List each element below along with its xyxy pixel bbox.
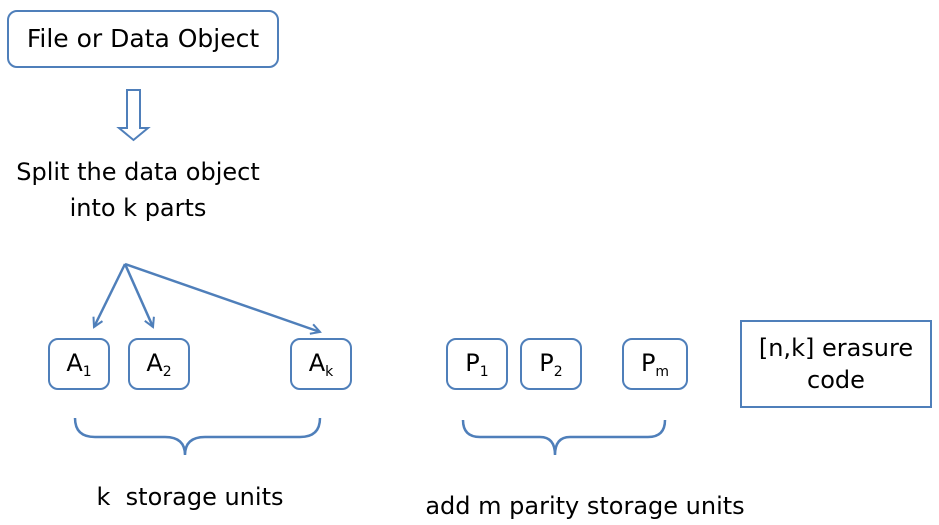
data-units-label: k storage units xyxy=(96,483,284,511)
data-unit-ak: Ak xyxy=(290,338,352,390)
data-unit-a1: A1 xyxy=(48,338,110,390)
data-unit-ak-letter: A xyxy=(308,348,326,377)
data-unit-a2-letter: A xyxy=(146,348,163,377)
parity-unit-pm-sub: m xyxy=(655,363,670,380)
parity-unit-p1-sub: 1 xyxy=(479,363,489,380)
data-units-brace xyxy=(73,417,322,456)
parity-unit-pm-letter: P xyxy=(640,348,656,377)
parity-units-label: add m parity storage units xyxy=(425,492,745,520)
erasure-code-line-2: code xyxy=(807,366,865,394)
parity-unit-p1: P1 xyxy=(446,338,508,390)
parity-unit-p2-sub: 2 xyxy=(553,363,563,380)
down-arrow-icon xyxy=(116,89,151,142)
data-unit-a1-letter: A xyxy=(66,348,83,377)
data-unit-a2: A2 xyxy=(128,338,190,390)
parity-units-brace xyxy=(461,419,667,456)
parity-unit-p2: P2 xyxy=(520,338,582,390)
split-text: Split the data object into k parts xyxy=(0,154,276,226)
split-arrow-1 xyxy=(94,263,127,327)
split-arrow-k xyxy=(124,262,320,332)
data-unit-ak-sub: k xyxy=(325,363,334,380)
split-arrow-2 xyxy=(123,263,153,327)
parity-unit-pm: Pm xyxy=(622,338,688,390)
parity-unit-p2-letter: P xyxy=(539,348,554,377)
data-unit-a1-sub: 1 xyxy=(82,363,92,380)
erasure-code-box: [n,k] erasure code xyxy=(740,320,932,408)
file-or-data-object-box: File or Data Object xyxy=(7,10,279,68)
split-text-line-1: Split the data object xyxy=(16,158,260,186)
split-text-line-2: into k parts xyxy=(69,194,207,222)
erasure-code-line-1: [n,k] erasure xyxy=(758,334,914,362)
parity-unit-p1-letter: P xyxy=(465,348,480,377)
data-unit-a2-sub: 2 xyxy=(162,363,172,380)
file-or-data-object-label: File or Data Object xyxy=(26,24,260,53)
